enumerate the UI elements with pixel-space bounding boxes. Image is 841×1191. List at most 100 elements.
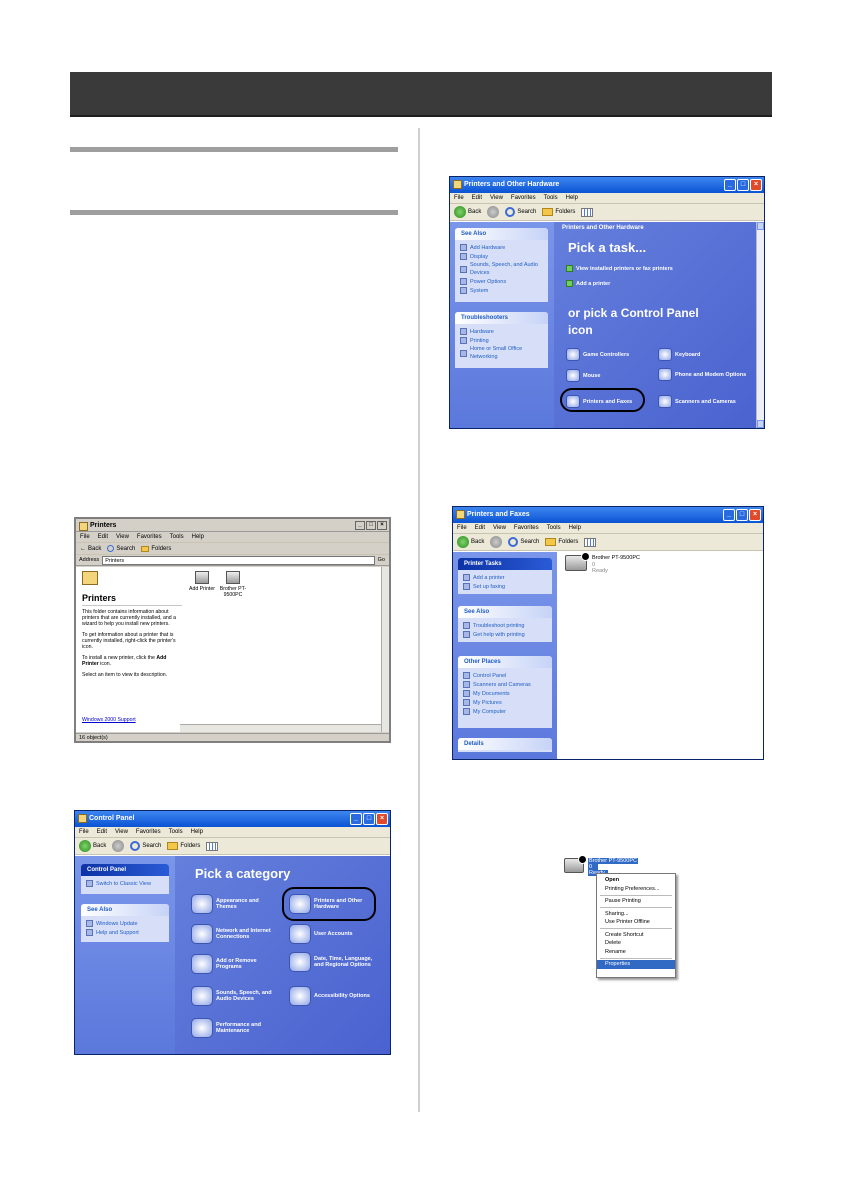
icon-scanners-cameras[interactable]: Scanners and Cameras bbox=[658, 395, 736, 408]
category-performance[interactable]: Performance and Maintenance bbox=[191, 1018, 277, 1038]
menu-item-rename[interactable]: Rename bbox=[605, 948, 626, 955]
my-computer-link[interactable]: My Computer bbox=[458, 707, 552, 716]
vertical-scrollbar[interactable] bbox=[381, 567, 389, 732]
maximize-button[interactable]: □ bbox=[737, 179, 749, 191]
panel-header[interactable]: See Also bbox=[458, 606, 552, 618]
menu-help[interactable]: Help bbox=[565, 195, 578, 201]
my-pictures-link[interactable]: My Pictures bbox=[458, 698, 552, 707]
minimize-button[interactable]: _ bbox=[724, 179, 736, 191]
menu-favorites[interactable]: Favorites bbox=[513, 525, 539, 531]
brother-printer-item[interactable]: Brother PT-9500PC 0 Ready bbox=[565, 552, 640, 575]
back-button[interactable]: Back bbox=[454, 206, 481, 218]
category-accessibility[interactable]: Accessibility Options bbox=[289, 986, 384, 1006]
menu-item-pause-printing[interactable]: Pause Printing bbox=[605, 898, 641, 904]
my-documents-link[interactable]: My Documents bbox=[458, 689, 552, 698]
back-button[interactable]: Back bbox=[457, 536, 484, 548]
address-input[interactable]: Printers bbox=[102, 556, 375, 565]
icon-keyboard[interactable]: Keyboard bbox=[658, 348, 700, 361]
search-button[interactable]: Search bbox=[508, 537, 539, 547]
search-button[interactable]: Search bbox=[107, 545, 135, 552]
task-add-printer[interactable]: Add a printer bbox=[566, 280, 610, 287]
close-button[interactable]: × bbox=[376, 813, 388, 825]
switch-classic-link[interactable]: Switch to Classic View bbox=[81, 879, 169, 888]
forward-arrow-icon[interactable] bbox=[112, 840, 125, 852]
back-button[interactable]: Back bbox=[79, 840, 106, 852]
horizontal-scrollbar[interactable] bbox=[180, 724, 381, 732]
menu-edit[interactable]: Edit bbox=[96, 829, 108, 835]
back-button[interactable]: ←Back bbox=[80, 545, 102, 552]
menu-favorites[interactable]: Favorites bbox=[510, 195, 536, 201]
add-hardware-link[interactable]: Add Hardware bbox=[455, 243, 548, 252]
forward-arrow-icon[interactable] bbox=[490, 536, 503, 548]
menu-item-open[interactable]: Open bbox=[605, 877, 620, 883]
troubleshoot-printing-link[interactable]: Troubleshoot printing bbox=[458, 621, 552, 630]
panel-header[interactable]: Details bbox=[458, 738, 552, 750]
networking-link[interactable]: Home or Small Office Networking bbox=[455, 345, 548, 361]
panel-header[interactable]: Troubleshooters bbox=[455, 312, 548, 324]
menu-edit[interactable]: Edit bbox=[97, 534, 109, 540]
close-button[interactable]: × bbox=[377, 521, 387, 530]
close-button[interactable]: × bbox=[749, 509, 761, 521]
menu-help[interactable]: Help bbox=[191, 534, 204, 540]
system-link[interactable]: System bbox=[455, 286, 548, 295]
windows-update-link[interactable]: Windows Update bbox=[81, 919, 169, 928]
category-add-remove[interactable]: Add or Remove Programs bbox=[191, 954, 277, 974]
display-link[interactable]: Display bbox=[455, 252, 548, 261]
menu-edit[interactable]: Edit bbox=[474, 525, 486, 531]
scroll-down-arrow[interactable] bbox=[757, 420, 764, 428]
search-button[interactable]: Search bbox=[130, 841, 161, 851]
menu-tools[interactable]: Tools bbox=[168, 829, 183, 835]
icon-game-controllers[interactable]: Game Controllers bbox=[566, 348, 629, 361]
menu-item-delete[interactable]: Delete bbox=[605, 940, 621, 946]
menu-tools[interactable]: Tools bbox=[169, 534, 184, 540]
help-support-link[interactable]: Help and Support bbox=[81, 928, 169, 937]
menu-favorites[interactable]: Favorites bbox=[136, 534, 162, 540]
setup-faxing-link[interactable]: Set up faxing bbox=[458, 582, 552, 591]
category-sounds[interactable]: Sounds, Speech, and Audio Devices bbox=[191, 986, 287, 1006]
category-printers-hardware[interactable]: Printers and Other Hardware bbox=[289, 894, 379, 914]
menu-view[interactable]: View bbox=[493, 525, 506, 531]
maximize-button[interactable]: □ bbox=[363, 813, 375, 825]
task-view-printers[interactable]: View installed printers or fax printers bbox=[566, 265, 673, 272]
icon-mouse[interactable]: Mouse bbox=[566, 369, 600, 382]
category-date-time[interactable]: Date, Time, Language, and Regional Optio… bbox=[289, 952, 379, 972]
views-icon[interactable] bbox=[206, 841, 219, 851]
maximize-button[interactable]: □ bbox=[736, 509, 748, 521]
minimize-button[interactable]: _ bbox=[723, 509, 735, 521]
menu-view[interactable]: View bbox=[490, 195, 503, 201]
menu-help[interactable]: Help bbox=[190, 829, 203, 835]
close-button[interactable]: × bbox=[750, 179, 762, 191]
hardware-link[interactable]: Hardware bbox=[455, 327, 548, 336]
views-icon[interactable] bbox=[581, 207, 594, 217]
folders-button[interactable]: Folders bbox=[545, 538, 578, 546]
menu-file[interactable]: File bbox=[457, 525, 467, 531]
panel-header[interactable]: Control Panel bbox=[81, 864, 169, 876]
menu-tools[interactable]: Tools bbox=[543, 195, 558, 201]
category-network[interactable]: Network and Internet Connections bbox=[191, 924, 287, 944]
menu-item-properties[interactable]: Properties bbox=[597, 960, 675, 969]
icon-phone-modem[interactable]: Phone and Modem Options bbox=[658, 368, 748, 381]
menu-file[interactable]: File bbox=[454, 195, 464, 201]
folders-button[interactable]: Folders bbox=[542, 208, 575, 216]
menu-item-use-offline[interactable]: Use Printer Offline bbox=[605, 919, 650, 925]
panel-header[interactable]: Printer Tasks bbox=[458, 558, 552, 570]
vertical-scrollbar[interactable] bbox=[756, 222, 764, 428]
category-user-accounts[interactable]: User Accounts bbox=[289, 924, 379, 944]
maximize-button[interactable]: □ bbox=[366, 521, 376, 530]
power-options-link[interactable]: Power Options bbox=[455, 277, 548, 286]
scanners-link[interactable]: Scanners and Cameras bbox=[458, 680, 552, 689]
search-button[interactable]: Search bbox=[505, 207, 536, 217]
go-button[interactable]: Go bbox=[377, 557, 385, 563]
menu-item-sharing[interactable]: Sharing... bbox=[605, 910, 629, 917]
menu-edit[interactable]: Edit bbox=[471, 195, 483, 201]
panel-header[interactable]: See Also bbox=[81, 904, 169, 916]
menu-view[interactable]: View bbox=[115, 829, 128, 835]
printing-link[interactable]: Printing bbox=[455, 336, 548, 345]
menu-view[interactable]: View bbox=[116, 534, 129, 540]
panel-header[interactable]: Other Places bbox=[458, 656, 552, 668]
folders-button[interactable]: Folders bbox=[167, 842, 200, 850]
views-icon[interactable] bbox=[584, 537, 597, 547]
panel-header[interactable]: See Also bbox=[455, 228, 548, 240]
menu-file[interactable]: File bbox=[80, 534, 90, 540]
brother-printer-item[interactable]: Brother PT-9500PC bbox=[216, 571, 250, 598]
